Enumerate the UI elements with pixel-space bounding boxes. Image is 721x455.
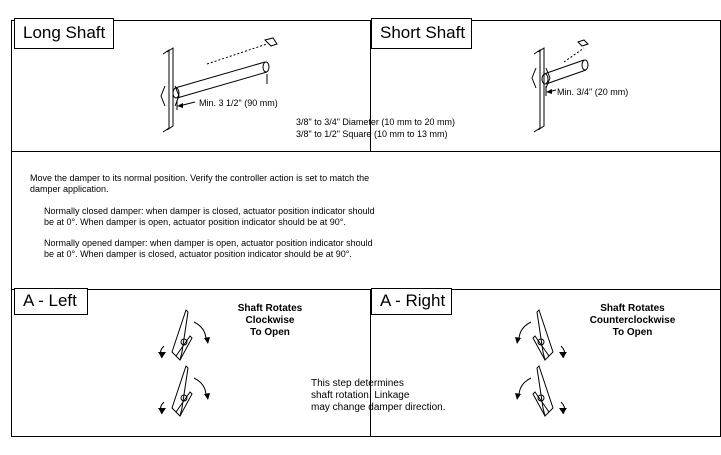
short-shaft-title: Short Shaft: [371, 18, 472, 49]
shaft-size-diameter: 3/8" to 3/4" Diameter (10 mm to 20 mm): [296, 117, 455, 127]
short-shaft-diagram: [531, 39, 589, 133]
long-shaft-dimension: Min. 3 1/2" (90 mm): [199, 98, 278, 108]
left-rotation-diagram: [158, 309, 210, 417]
instruction-no-line1: Normally opened damper: when damper is o…: [44, 238, 373, 248]
top-section-divider: [370, 20, 371, 152]
long-shaft-diagram: [160, 37, 278, 133]
instruction-nc-line2: be at 0°. When damper is open, actuator …: [44, 217, 346, 227]
a-left-title: A - Left: [14, 288, 88, 315]
left-damper-icon-top: [158, 309, 210, 361]
right-rotation-diagram: [515, 309, 567, 417]
rotation-section-divider: [370, 289, 371, 437]
right-rotation-line1: Shaft Rotates: [600, 303, 665, 314]
instruction-intro-line1: Move the damper to its normal position. …: [30, 173, 370, 183]
left-rotation-text: Shaft Rotates Clockwise To Open: [220, 303, 320, 339]
instruction-no-line2: be at 0°. When damper is closed, actuato…: [44, 249, 352, 259]
right-rotation-text: Shaft Rotates Counterclockwise To Open: [575, 303, 690, 339]
rotation-note-line2: shaft rotation. Linkage: [311, 390, 410, 401]
instruction-nc-line1: Normally closed damper: when damper is c…: [44, 206, 375, 216]
right-damper-icon-bottom: [515, 365, 567, 417]
left-damper-icon-bottom: [158, 365, 210, 417]
rotation-note-line1: This step determines: [311, 378, 404, 389]
long-shaft-title: Long Shaft: [14, 18, 114, 49]
left-rotation-line2: Clockwise: [245, 315, 295, 326]
instruction-intro-line2: damper application.: [30, 184, 109, 194]
a-right-title: A - Right: [371, 288, 452, 315]
left-rotation-line1: Shaft Rotates: [237, 303, 303, 314]
right-damper-icon-top: [515, 309, 567, 361]
rotation-note: This step determines shaft rotation. Lin…: [311, 378, 481, 414]
right-rotation-line3: To Open: [612, 327, 653, 338]
left-rotation-line3: To Open: [250, 327, 290, 338]
shaft-size-square: 3/8" to 1/2" Square (10 mm to 13 mm): [296, 129, 448, 139]
right-rotation-line2: Counterclockwise: [589, 315, 676, 326]
short-shaft-dimension: Min. 3/4" (20 mm): [557, 87, 629, 97]
rotation-note-line3: may change damper direction.: [311, 402, 446, 413]
